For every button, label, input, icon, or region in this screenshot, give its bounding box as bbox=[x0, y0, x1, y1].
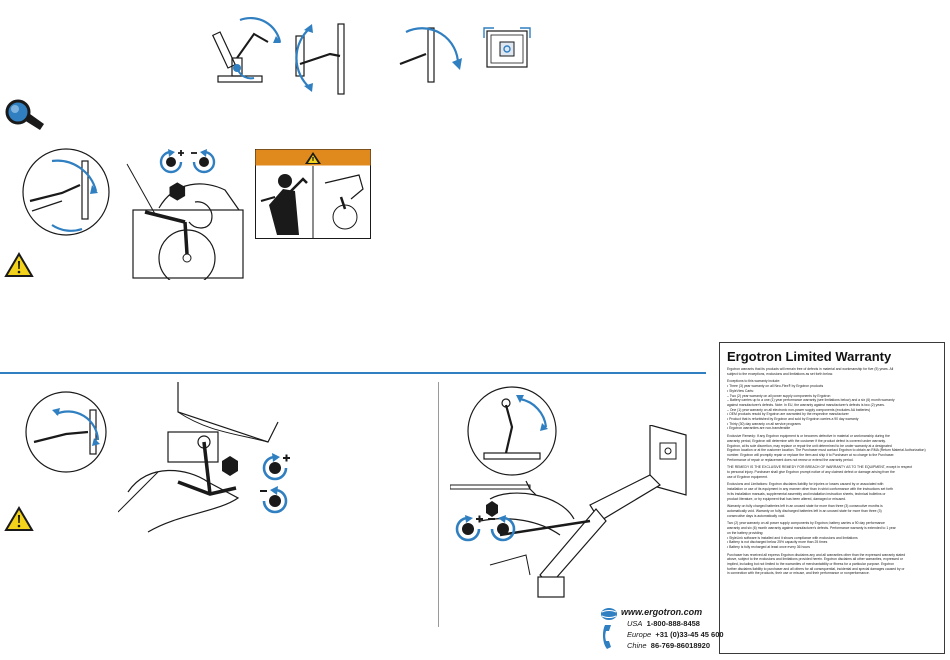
contact-row-china: Chine 86-769-86018920 bbox=[627, 641, 710, 650]
caution-panel bbox=[255, 149, 371, 239]
europe-label: Europe bbox=[627, 630, 652, 639]
warranty-line: Two (2) year warranty on all power suppl… bbox=[727, 521, 885, 526]
globe-icon bbox=[601, 608, 617, 620]
warranty-line: use of Ergotron equipment. bbox=[727, 474, 768, 479]
warranty-line: installation or use of its equipment in … bbox=[727, 487, 894, 492]
warranty-line: in its installation manuals, supplementa… bbox=[727, 491, 886, 496]
contact-block: www.ergotron.com USA 1-800-888-8458 Euro… bbox=[598, 607, 724, 655]
height-adjust-diagram bbox=[290, 14, 358, 98]
rotate-counterclockwise-minus-icon bbox=[189, 148, 219, 176]
warranty-line: – Battery carries up to a one (1) year p… bbox=[727, 398, 895, 403]
warranty-line: number. Ergotron will promptly repair or… bbox=[727, 452, 895, 457]
warranty-line: – Two (2) year warranty on all power sup… bbox=[727, 393, 831, 398]
warning-triangle-icon bbox=[4, 506, 34, 532]
magnifier-hand-icon bbox=[4, 98, 46, 134]
rotate-counterclockwise-minus-icon bbox=[258, 485, 292, 517]
warranty-line: Exclusive Remedy: If any Ergotron equipm… bbox=[727, 434, 890, 439]
contact-row-europe: Europe +31 (0)33-45 45 600 bbox=[627, 630, 724, 639]
rotate-counterclockwise-minus-icon bbox=[487, 514, 519, 544]
warranty-line: • Three (3) year warranty on all Neo-Fle… bbox=[727, 384, 824, 389]
section-divider bbox=[0, 372, 706, 374]
rotate-clockwise-plus-icon bbox=[452, 514, 484, 544]
warranty-line: Exclusions and Limitations: Ergotron dis… bbox=[727, 482, 884, 487]
warranty-line: on the battery providing: bbox=[727, 530, 764, 535]
warranty-line: Warranty on fully charged batteries left… bbox=[727, 504, 883, 509]
usa-label: USA bbox=[627, 619, 643, 628]
china-phone: 86-769-86018920 bbox=[650, 641, 711, 650]
warranty-line: Ergotron location or at the customer loc… bbox=[727, 448, 926, 453]
warranty-box: Ergotron Limited Warranty Ergotron warra… bbox=[719, 342, 945, 654]
warranty-line: consecutive days is automatically void. bbox=[727, 513, 786, 518]
rotate-adjust-diagram bbox=[482, 26, 534, 72]
contact-row-usa: USA 1-800-888-8458 bbox=[627, 619, 700, 628]
warranty-line: to personal injury. Purchaser shall give… bbox=[727, 470, 895, 475]
warranty-line: • Thirty (30) day warranty on all servic… bbox=[727, 421, 801, 426]
warranty-line: • StyleView Carts: bbox=[727, 388, 754, 393]
warranty-line: • Product that is refurbished by Ergotro… bbox=[727, 417, 859, 422]
warranty-line: • Battery is not discharged below 25% ca… bbox=[727, 540, 828, 545]
warranty-text: Ergotron warrants that its products will… bbox=[727, 367, 937, 576]
lateral-tension-inset-circle bbox=[24, 388, 108, 476]
phone-icon bbox=[602, 625, 611, 649]
warranty-line: – One (1) year warranty on all electroni… bbox=[727, 407, 871, 412]
warranty-line: THE REMEDY IS THE EXCLUSIVE REMEDY FOR B… bbox=[727, 465, 913, 470]
usa-phone: 1-800-888-8458 bbox=[646, 619, 700, 628]
warranty-line: Ergotron warrants that its products will… bbox=[727, 367, 894, 371]
china-label: Chine bbox=[627, 641, 647, 650]
website-link[interactable]: www.ergotron.com bbox=[621, 607, 703, 617]
warranty-line: Purchaser has received all express Ergot… bbox=[727, 552, 906, 557]
lift-tension-inset-circle bbox=[466, 385, 558, 477]
warranty-line: Ergotron, at its sole discretion, may re… bbox=[727, 443, 892, 448]
rotate-clockwise-plus-icon bbox=[258, 452, 292, 484]
monitor-arm-illustration bbox=[450, 425, 712, 605]
warranty-line: further disclaims liability to purchaser… bbox=[727, 566, 905, 571]
warranty-line: against manufacturer's defects. Note: In… bbox=[727, 402, 885, 407]
rotate-clockwise-plus-icon bbox=[156, 148, 186, 176]
lateral-tension-hand-illustration bbox=[118, 382, 298, 542]
warning-triangle-icon bbox=[4, 252, 34, 278]
tension-adjust-hand-illustration bbox=[115, 150, 245, 280]
warranty-line: warranty period, Ergotron will determine… bbox=[727, 438, 886, 443]
warranty-line: above, subject to the exclusions and lim… bbox=[727, 557, 903, 562]
warranty-line: in connection with the products, their u… bbox=[727, 571, 870, 576]
warranty-line: Exceptions to this warranty include: bbox=[727, 379, 781, 384]
warranty-line: • StyleLink software is installed and it… bbox=[727, 535, 858, 540]
pan-adjust-diagram bbox=[396, 14, 466, 94]
warranty-line: product literature, or by equipment that… bbox=[727, 496, 846, 501]
warranty-line: subject to the exceptions, exclusions an… bbox=[727, 371, 833, 376]
warranty-line: • Ergotron warranties are non-transferab… bbox=[727, 426, 791, 431]
warranty-line: • Battery is fully recharged at least on… bbox=[727, 544, 810, 549]
warranty-line: automatically void. Warranty on fully di… bbox=[727, 508, 882, 513]
warranty-line: Performance of repair or replacement doe… bbox=[727, 457, 854, 462]
warranty-line: implied, including but not limited to th… bbox=[727, 562, 894, 567]
europe-phone: +31 (0)33-45 45 600 bbox=[655, 630, 724, 639]
warranty-line: • OEM products resold by Ergotron are wa… bbox=[727, 412, 849, 417]
warranty-line: warranty and six (6) month warranty agai… bbox=[727, 526, 896, 531]
warranty-title: Ergotron Limited Warranty bbox=[727, 349, 892, 364]
column-divider bbox=[438, 382, 439, 627]
tension-adjust-inset-circle bbox=[22, 145, 110, 240]
tilt-adjust-diagram bbox=[210, 12, 288, 94]
